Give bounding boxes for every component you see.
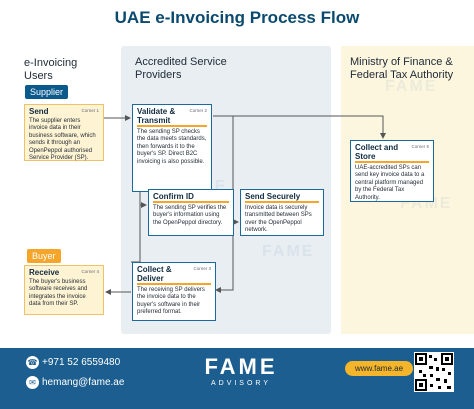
validate-to-store-arrow (213, 115, 386, 139)
confirm-id-card: Confirm ID The sending SP verifies the b… (148, 189, 234, 236)
buyer-tag: Buyer (27, 249, 61, 263)
phone-icon: ☎ (26, 356, 39, 369)
collect-deliver-card-corner: Corner 3 (193, 266, 211, 271)
send-securely-card-body: Invoice data is securely transmitted bet… (245, 205, 312, 234)
validate-card-corner: Corner 2 (189, 108, 207, 113)
moe-column-heading: Ministry of Finance & Federal Tax Author… (350, 56, 454, 81)
confirm-card-title: Confirm ID (153, 192, 194, 201)
email-address: hemang@fame.ae (42, 377, 125, 389)
watermark: FAME (385, 78, 438, 95)
validate-card-header: Validate & Transmit Corner 2 (137, 105, 207, 127)
sp-column-heading: Accredited Service Providers (135, 56, 227, 81)
footer: ☎+971 52 6559480 ✉hemang@fame.ae FAME AD… (0, 348, 474, 409)
users-column-heading: e-Invoicing Users (24, 57, 78, 82)
collect-store-card-corner: Corner 5 (411, 144, 429, 149)
confirm-card-body: The sending SP verifies the buyer's info… (153, 205, 227, 226)
send-securely-card: Send Securely Invoice data is securely t… (240, 189, 324, 236)
email-icon: ✉ (26, 376, 39, 389)
receive-card-body: The buyer's business software receives a… (29, 279, 88, 308)
receive-card: Receive Corner 4 The buyer's business so… (24, 265, 104, 315)
validate-to-confirm-arrow (139, 192, 147, 208)
page-title: UAE e-Invoicing Process Flow (114, 8, 360, 27)
watermark: FAME (262, 243, 315, 260)
validate-card-title: Validate & Transmit (137, 107, 176, 125)
confirm-branch-line (131, 205, 141, 263)
send-securely-card-title: Send Securely (245, 192, 301, 201)
phone-number: +971 52 6559480 (42, 357, 121, 369)
send-card-title: Send (29, 107, 49, 116)
to-collect-deliver-arrow (215, 116, 234, 293)
collect-deliver-card: Collect & Deliver Corner 3 The receiving… (132, 262, 216, 321)
email-contact[interactable]: ✉hemang@fame.ae (26, 376, 124, 389)
qr-code-icon (414, 352, 454, 392)
collect-store-card: Collect and Store Corner 5 UAE-accredite… (350, 140, 434, 202)
validate-card-body: The sending SP checks the data meets sta… (137, 129, 207, 165)
send-card-header: Send Corner 1 (29, 105, 99, 116)
collect-store-card-header: Collect and Store Corner 5 (355, 141, 429, 163)
send-card-body: The supplier enters invoice data in thei… (29, 118, 96, 162)
supplier-tag: Supplier (25, 85, 69, 99)
validate-transmit-card: Validate & Transmit Corner 2 The sending… (132, 104, 212, 192)
receive-card-header: Receive Corner 4 (29, 266, 99, 277)
logo-text: FAME (204, 354, 278, 379)
collect-deliver-card-body: The receiving SP delivers the invoice da… (137, 287, 205, 316)
website-link[interactable]: www.fame.ae (345, 361, 414, 376)
send-card-corner: Corner 1 (81, 108, 99, 113)
collect-deliver-card-header: Collect & Deliver Corner 3 (137, 263, 211, 285)
send-securely-card-header: Send Securely (245, 190, 319, 203)
logo-subtitle: ADVISORY (210, 380, 272, 387)
confirm-card-header: Confirm ID (153, 190, 229, 203)
collect-store-card-body: UAE-accredited SPs can send key invoice … (355, 165, 425, 201)
receive-card-corner: Corner 4 (81, 269, 99, 274)
phone-contact[interactable]: ☎+971 52 6559480 (26, 356, 120, 369)
collect-store-card-title: Collect and Store (355, 143, 399, 161)
fame-logo: FAME ADVISORY (196, 354, 286, 387)
collect-deliver-card-title: Collect & Deliver (137, 265, 172, 283)
send-card: Send Corner 1 The supplier enters invoic… (24, 104, 104, 161)
receive-card-title: Receive (29, 268, 60, 277)
